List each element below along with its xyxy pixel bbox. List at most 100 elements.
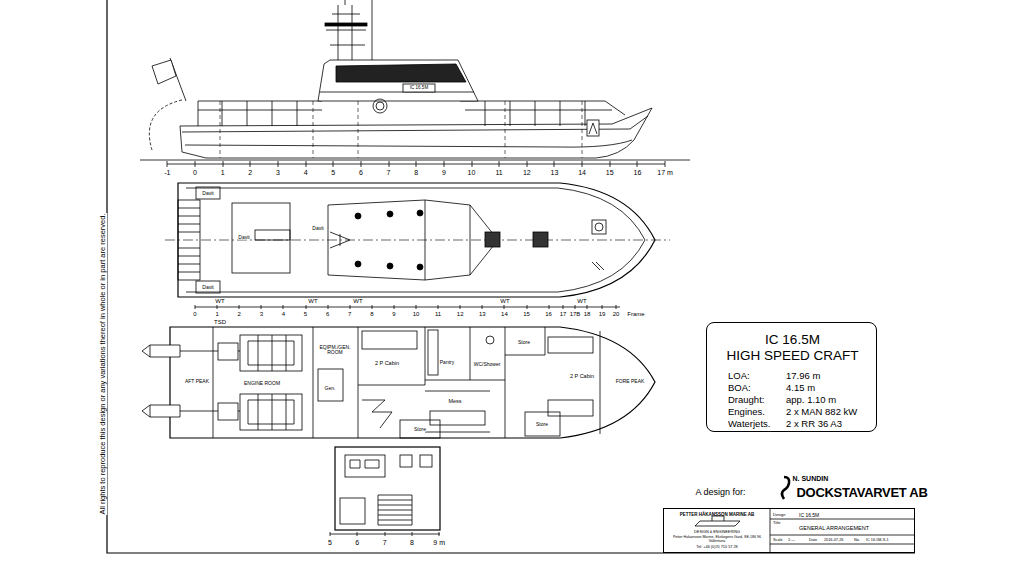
equipment-label: Davit [238,235,250,240]
frame-number: 2 [237,311,241,317]
spec-label: Waterjets. [728,419,770,429]
spec-box: IC 16.5M HIGH SPEED CRAFT LOA: 17.96 m BOA: 4… [706,322,877,432]
spec-label: Draught: [728,395,764,405]
bulkhead-mark: WT [215,298,225,304]
scale-number: 2 [248,169,253,176]
spec-label: LOA: [728,371,750,381]
designer-credit: A design for: [695,488,746,497]
frame-number: 12 [456,311,464,317]
bulkhead-mark: WT [308,298,318,304]
room-label: Gen. [324,386,336,391]
scale-number: 5 [331,169,336,176]
company-phone: Tel: +46 (0)70 710 57 28 [696,546,737,550]
frame-number: 16 [545,311,553,317]
frame-number: 1 [215,311,219,317]
spec-label: BOA: [728,383,751,393]
spec-value: 4.15 m [786,383,815,393]
datum-mark: TSD [214,319,227,325]
equipment-label: Davit [202,285,214,290]
company-text: DESIGN & ENGINEERING [694,531,740,535]
room-label: 2 P Cabin [374,361,399,367]
scale-number: 11 [495,169,503,176]
scale-number: 12 [522,169,531,176]
spec-value: 17.96 m [786,371,820,381]
client-logo-text: N. SUNDIN [792,475,829,482]
room-label: ENGINE ROOM [243,381,280,386]
frame-number: 19 [598,311,606,317]
scale-number: -1 [164,169,171,176]
frame-number: Frame [627,311,645,317]
nameplate-text: IC 16.5M [409,86,428,91]
spec-value: 2 x RR 36 A3 [786,419,842,429]
spec-label: Engines. [728,407,765,417]
scale-number: 10 [467,169,476,176]
scale-number: 16 [633,169,642,176]
scale-number: 8 [414,169,419,176]
room-label: Pantry [439,360,454,365]
frame-number: 4 [281,311,285,317]
company-name: PETTER HÅKANSSON MARINE AB [680,513,755,518]
frame-number: 17B [569,311,581,317]
bulkhead-mark: WT [353,298,363,304]
frame-number: 11 [434,311,441,317]
scale-number: 1 [220,169,225,176]
scale-number: 8 [409,539,414,546]
scale-number: 9 m [433,539,446,546]
field-value: 1:— [788,539,795,543]
frame-number: 17 [559,311,567,317]
room-label: Store [518,340,531,345]
title-block: PETTER HÅKANSSON MARINE AB DESIGN & ENGIN… [663,508,915,553]
frame-number: 3 [259,311,263,317]
frame-number: 7 [348,311,352,317]
scale-number: 6 [358,169,363,176]
heading-text: HIGH SPEED CRAFT [726,349,858,363]
frame-number: 8 [370,311,374,317]
field-name: Date [809,539,817,543]
scale-number: 17 m [657,169,674,176]
frame-number: 9 [392,311,396,317]
frame-number: 10 [412,311,420,317]
room-label: WC/Shower [473,362,501,367]
field-value: IC 16.5M [799,512,819,517]
field-value: 2016-07-26 [824,539,843,543]
client-logo-text: DOCKSTAVARVET AB [796,486,928,499]
bulkhead-mark: WT [500,298,510,304]
frame-number: 0 [193,311,197,317]
scale-number: 3 [275,169,280,176]
heading-text: IC 16.5M [765,333,820,347]
room-label: 2 P Cabin [569,374,594,380]
room-label: Store [536,422,549,427]
equipment-label: Davit [312,226,324,231]
spec-value: 2 x MAN 882 kW [786,407,857,417]
frame-number: 5 [303,311,307,317]
field-value: GENERAL ARRANGEMENT [799,526,869,532]
field-value: IC 16.5M-S-1 [866,539,889,543]
scale-number: 13 [550,169,559,176]
scale-number: 6 [355,539,360,546]
room-label: Mess [448,399,462,405]
scale-number: 14 [578,169,587,176]
frame-number: 6 [325,311,329,317]
field-name: Design [773,513,785,517]
room-label: FORE PEAK [615,379,645,384]
equipment-label: Davit [202,191,214,196]
scale-number: 15 [605,169,614,176]
scale-number: 7 [386,169,391,176]
field-name: No. [854,539,860,543]
bulkhead-mark: WT [577,298,587,304]
company-address: Petter Håkansson Marine, Ekskogens Gård,… [665,536,769,543]
scale-number: 4 [303,169,308,176]
room-label: Store [414,427,427,432]
scale-number: 5 [328,539,333,546]
frame-number: 20 [612,311,620,317]
frame-number: 13 [478,311,486,317]
scale-number: 0 [193,169,198,176]
field-name: Scale [773,539,783,543]
spec-value: app. 1.10 m [786,395,836,405]
copyright-note: All rights to reproduce this design or a… [99,213,107,515]
frame-number: 18 [583,311,591,317]
frame-number: 14 [501,311,509,317]
field-name: Title [773,521,780,525]
scale-number: 7 [382,539,387,546]
room-label: EQIPM./GEN. ROOM [315,345,356,355]
